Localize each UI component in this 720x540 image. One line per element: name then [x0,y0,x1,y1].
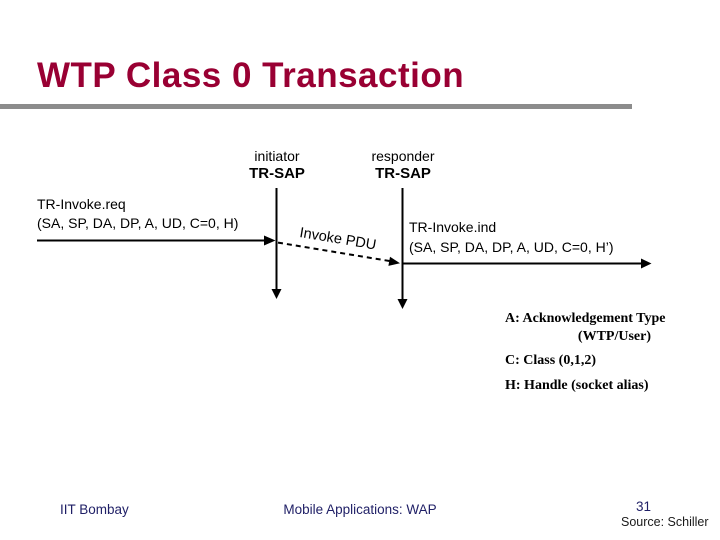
tr-invoke-ind-message: TR-Invoke.ind (SA, SP, DA, DP, A, UD, C=… [409,217,614,257]
invoke-pdu-arrowhead-icon [388,256,400,266]
slide-title: WTP Class 0 Transaction [37,56,465,95]
title-underline-rule [0,104,632,109]
initiator-lifeline-arrowhead-icon [271,289,282,299]
responder-sap-name: TR-SAP [375,165,431,182]
initiator-sap-label: initiator TR-SAP [222,148,332,182]
responder-sap-label: responder TR-SAP [348,148,458,182]
legend-handle: H: Handle (socket alias) [505,378,649,393]
tr-invoke-req-primitive: TR-Invoke.req [37,196,126,212]
footer-course-title: Mobile Applications: WAP [283,502,437,517]
invoke-pdu-label: Invoke PDU [298,225,378,254]
tr-invoke-ind-primitive: TR-Invoke.ind [409,219,497,235]
footer-source-credit: Source: Schiller [621,515,709,529]
footer-institution: IIT Bombay [60,502,129,517]
tr-invoke-req-params: (SA, SP, DA, DP, A, UD, C=0, H) [37,215,239,231]
legend-ack-type: A: Acknowledgement Type [505,311,666,326]
tr-invoke-req-message: TR-Invoke.req (SA, SP, DA, DP, A, UD, C=… [37,195,238,233]
responder-role-label: responder [371,148,435,164]
responder-lifeline-arrowhead-icon [397,299,408,309]
initiator-sap-name: TR-SAP [249,165,305,182]
request-arrowhead-icon [264,235,276,246]
initiator-role-label: initiator [254,148,300,164]
indication-arrowhead-icon [641,258,652,269]
footer-page-number: 31 [636,499,652,514]
legend-ack-type-detail: (WTP/User) [577,329,651,344]
legend-class: C: Class (0,1,2) [505,353,596,368]
tr-invoke-ind-params: (SA, SP, DA, DP, A, UD, C=0, H’) [409,239,614,255]
